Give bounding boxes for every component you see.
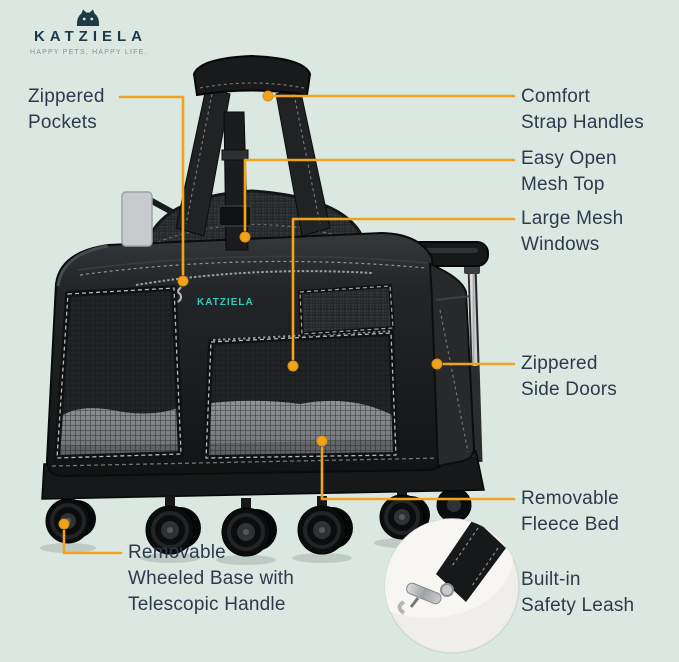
leash-strap (436, 519, 506, 602)
leash-hook (397, 600, 406, 615)
line-removable-fleece-bed (320, 446, 516, 501)
feature-label-large-mesh-windows: Large Mesh Windows (521, 208, 624, 255)
line-easy-open-mesh-top (243, 158, 516, 232)
carrier-body (45, 231, 448, 478)
mesh-window-right (203, 330, 399, 461)
feature-label-zippered-side-doors: Zippered Side Doors (521, 353, 617, 400)
mesh-panel-top-right (298, 284, 395, 336)
cat-icon (76, 9, 100, 26)
leash-clasp (406, 582, 442, 605)
leash-photo (384, 518, 520, 654)
strap-handle-group (175, 54, 331, 251)
caster-wheel-front-left (45, 498, 96, 544)
dot-large-mesh-windows (287, 360, 299, 372)
comfort-handle (192, 54, 312, 97)
feature-label-built-in-safety-leash: Built-in Safety Leash (521, 569, 635, 616)
wheel-shadows (40, 538, 430, 565)
line-zippered-pockets (118, 95, 185, 276)
brand-name: KATZIELA (33, 28, 148, 45)
line-large-mesh-windows (291, 217, 516, 361)
callout-dots (58, 90, 443, 530)
feature-label-comfort-strap-handles: Comfort Strap Handles (521, 86, 645, 133)
mesh-window-left (54, 285, 184, 461)
caster-wheel (297, 505, 353, 555)
caster-wheel (145, 505, 201, 555)
dot-zippered-pockets (177, 275, 189, 287)
caster-wheels (45, 494, 430, 557)
dot-removable-wheeled-base (58, 518, 70, 530)
caster-wheel (221, 507, 277, 557)
dot-easy-open-mesh-top (239, 231, 251, 243)
caster-wheel (379, 494, 430, 540)
feature-label-easy-open-mesh-top: Easy Open Mesh Top (521, 148, 617, 195)
callout-lines (62, 94, 516, 555)
dot-zippered-side-doors (431, 358, 443, 370)
dot-removable-fleece-bed (316, 435, 328, 447)
id-tag (121, 191, 174, 247)
feature-label-removable-fleece-bed: Removable Fleece Bed (521, 488, 620, 535)
brand-logo: KATZIELA HAPPY PETS, HAPPY LIFE. (30, 8, 146, 56)
strap-buckle (218, 205, 252, 227)
bag-logo: KATZIELA (197, 297, 254, 308)
feature-label-zippered-pockets: Zippered Pockets (28, 86, 105, 133)
brand-tagline: HAPPY PETS, HAPPY LIFE. (30, 49, 148, 56)
feature-label-removable-wheeled-base: Removable Wheeled Base with Telescopic H… (128, 542, 295, 615)
dot-comfort-strap-handles (262, 90, 274, 102)
leash-swivel (440, 583, 454, 597)
line-removable-wheeled-base (62, 529, 123, 555)
caster-wheel-rear (436, 487, 472, 523)
